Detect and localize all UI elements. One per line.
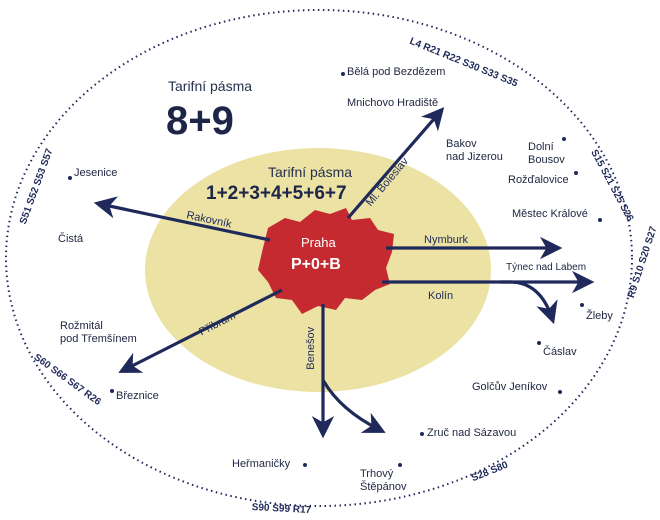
outer-zone-label: Tarifní pásma bbox=[168, 78, 253, 94]
town-zleby: Žleby bbox=[586, 310, 613, 322]
arrow-ml-boleslav bbox=[346, 107, 445, 220]
town-rozmital: Rožmitál pod Třemšínem bbox=[60, 320, 137, 345]
outer-zone-numbers: 8+9 bbox=[166, 99, 234, 143]
town-dot bbox=[558, 390, 562, 394]
town-breznice: Březnice bbox=[116, 390, 159, 402]
town-tynec: Týnec nad Labem bbox=[506, 262, 587, 273]
town-dot bbox=[580, 303, 584, 307]
town-bakov: Bakov nad Jizerou bbox=[446, 138, 503, 163]
town-cista: Čistá bbox=[58, 233, 84, 245]
inner-zone-numbers: 1+2+3+4+5+6+7 bbox=[206, 183, 347, 204]
town-dot bbox=[562, 137, 566, 141]
town-dot bbox=[341, 72, 345, 76]
town-hermanicky: Heřmaničky bbox=[232, 458, 291, 470]
tariff-zone-map: Tarifní pásma 8+9 Tarifní pásma 1+2+3+4+… bbox=[5, 9, 659, 516]
town-zruc: Zruč nad Sázavou bbox=[427, 427, 517, 439]
town-mnichovo: Mnichovo Hradiště bbox=[347, 97, 439, 109]
town-dot bbox=[303, 463, 307, 467]
direction-benesov: Benešov bbox=[305, 326, 318, 370]
town-bela: Bělá pod Bezdězem bbox=[347, 66, 446, 78]
town-dolni-bousov: Dolní Bousov bbox=[528, 141, 565, 166]
prague-area bbox=[258, 208, 394, 314]
prague-zones: P+0+B bbox=[291, 256, 341, 273]
town-dot bbox=[398, 463, 402, 467]
town-dot bbox=[598, 218, 602, 222]
town-rozdalovice: Rožďalovice bbox=[508, 174, 569, 186]
direction-kolin: Kolín bbox=[428, 290, 454, 302]
town-caslav: Čáslav bbox=[543, 346, 577, 358]
prague-label: Praha bbox=[301, 235, 336, 250]
town-golcuv: Golčův Jeníkov bbox=[472, 381, 548, 393]
town-dot bbox=[420, 432, 424, 436]
map-graphics bbox=[5, 9, 633, 507]
town-trhovy: Trhový Štěpánov bbox=[360, 468, 407, 493]
town-mestec: Městec Králové bbox=[512, 208, 588, 220]
town-dot bbox=[574, 171, 578, 175]
arrow-benesov-branch bbox=[321, 379, 386, 433]
inner-zone-label: Tarifní pásma bbox=[268, 164, 353, 180]
town-dot bbox=[68, 176, 72, 180]
arrow-pribram bbox=[118, 288, 283, 373]
arrow-rakovnik bbox=[93, 196, 271, 242]
town-dot bbox=[537, 341, 541, 345]
town-dot bbox=[110, 389, 114, 393]
town-jesenice: Jesenice bbox=[74, 167, 118, 179]
direction-nymburk: Nymburk bbox=[424, 234, 469, 246]
